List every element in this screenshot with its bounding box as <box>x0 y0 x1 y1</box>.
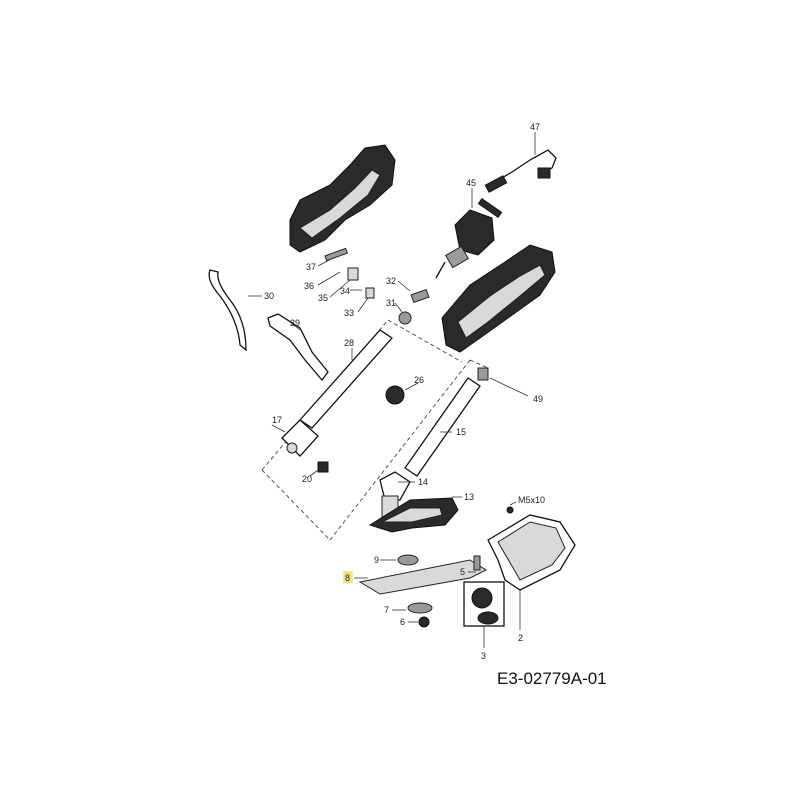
label-3: 3 <box>481 651 486 661</box>
motor <box>435 188 503 279</box>
handle-housing-upper <box>289 144 396 253</box>
label-36: 36 <box>304 281 314 291</box>
label-14: 14 <box>418 477 428 487</box>
label-31: 31 <box>386 298 396 308</box>
label-33: 33 <box>344 308 354 318</box>
handle-housing-lower <box>441 244 556 353</box>
label-28: 28 <box>344 338 354 348</box>
assembly-outline <box>261 319 489 541</box>
bearing-nut <box>380 554 419 566</box>
shaft-clip <box>477 367 529 397</box>
label-m5x10: M5x10 <box>518 495 545 505</box>
auxiliary-handle <box>267 313 329 382</box>
power-cord <box>484 132 557 193</box>
label-26: 26 <box>414 375 424 385</box>
drawing-code: E3-02779A-01 <box>497 669 607 688</box>
lower-shaft <box>404 377 481 477</box>
label-9: 9 <box>374 555 379 565</box>
label-6: 6 <box>400 617 405 627</box>
spool-head <box>463 581 505 648</box>
cutting-blade <box>354 559 488 595</box>
spool-screw <box>468 555 481 573</box>
shaft-joint <box>271 419 319 457</box>
label-30: 30 <box>264 291 274 301</box>
grass-guard <box>487 501 576 630</box>
label-37: 37 <box>306 262 316 272</box>
blade-nut <box>408 616 430 628</box>
label-2: 2 <box>518 633 523 643</box>
label-35: 35 <box>318 293 328 303</box>
label-32: 32 <box>386 276 396 286</box>
label-47: 47 <box>530 122 540 132</box>
label-13: 13 <box>464 492 474 502</box>
label-29: 29 <box>290 318 300 328</box>
label-5: 5 <box>460 567 465 577</box>
label-7: 7 <box>384 605 389 615</box>
shoulder-strap <box>208 269 262 352</box>
guard-cover <box>368 496 462 533</box>
label-49: 49 <box>533 394 543 404</box>
small-parts-cluster <box>317 247 430 325</box>
upper-shaft <box>299 329 393 429</box>
shaft-knob <box>309 461 329 477</box>
label-8-highlight <box>343 571 353 583</box>
label-20: 20 <box>302 474 312 484</box>
label-17: 17 <box>272 415 282 425</box>
label-45: 45 <box>466 178 476 188</box>
blade-washer <box>392 602 433 614</box>
label-15: 15 <box>456 427 466 437</box>
label-8: 8 <box>345 573 350 583</box>
shaft-coupling <box>385 382 419 405</box>
label-34: 34 <box>340 286 350 296</box>
